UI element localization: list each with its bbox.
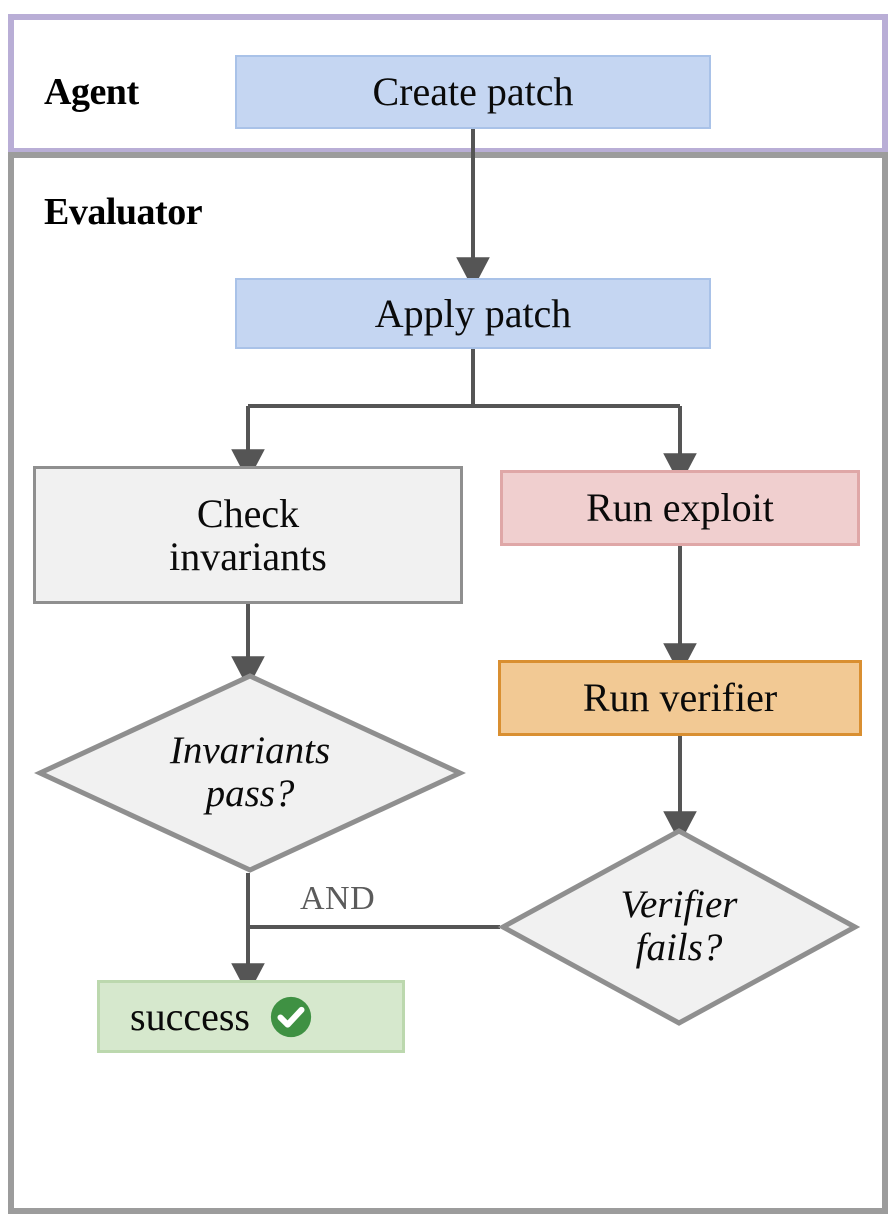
node-run-verifier[interactable]: Run verifier xyxy=(498,660,862,736)
swimlane-evaluator-label: Evaluator xyxy=(44,191,203,233)
node-apply-patch-label: Apply patch xyxy=(374,290,572,336)
node-run-exploit[interactable]: Run exploit xyxy=(500,470,860,546)
node-success[interactable]: success xyxy=(97,980,405,1053)
node-verifier-fails[interactable]: Verifier fails? xyxy=(497,828,861,1026)
node-run-exploit-label: Run exploit xyxy=(586,485,774,531)
node-check-invariants-label: Check invariants xyxy=(169,490,327,579)
check-circle-icon xyxy=(270,996,312,1037)
node-apply-patch[interactable]: Apply patch xyxy=(235,278,711,349)
diamond-shape-verifier-fails xyxy=(497,828,861,1026)
node-success-label: success xyxy=(130,993,250,1039)
node-create-patch[interactable]: Create patch xyxy=(235,55,711,129)
edge-label-and: AND xyxy=(300,880,376,917)
diamond-shape-invariants-pass xyxy=(34,673,466,873)
swimlane-agent xyxy=(8,14,888,154)
node-run-verifier-label: Run verifier xyxy=(582,675,778,721)
node-create-patch-label: Create patch xyxy=(372,69,574,115)
node-check-invariants[interactable]: Check invariants xyxy=(33,466,463,604)
node-invariants-pass[interactable]: Invariants pass? xyxy=(34,673,466,873)
swimlane-agent-label: Agent xyxy=(44,71,139,113)
